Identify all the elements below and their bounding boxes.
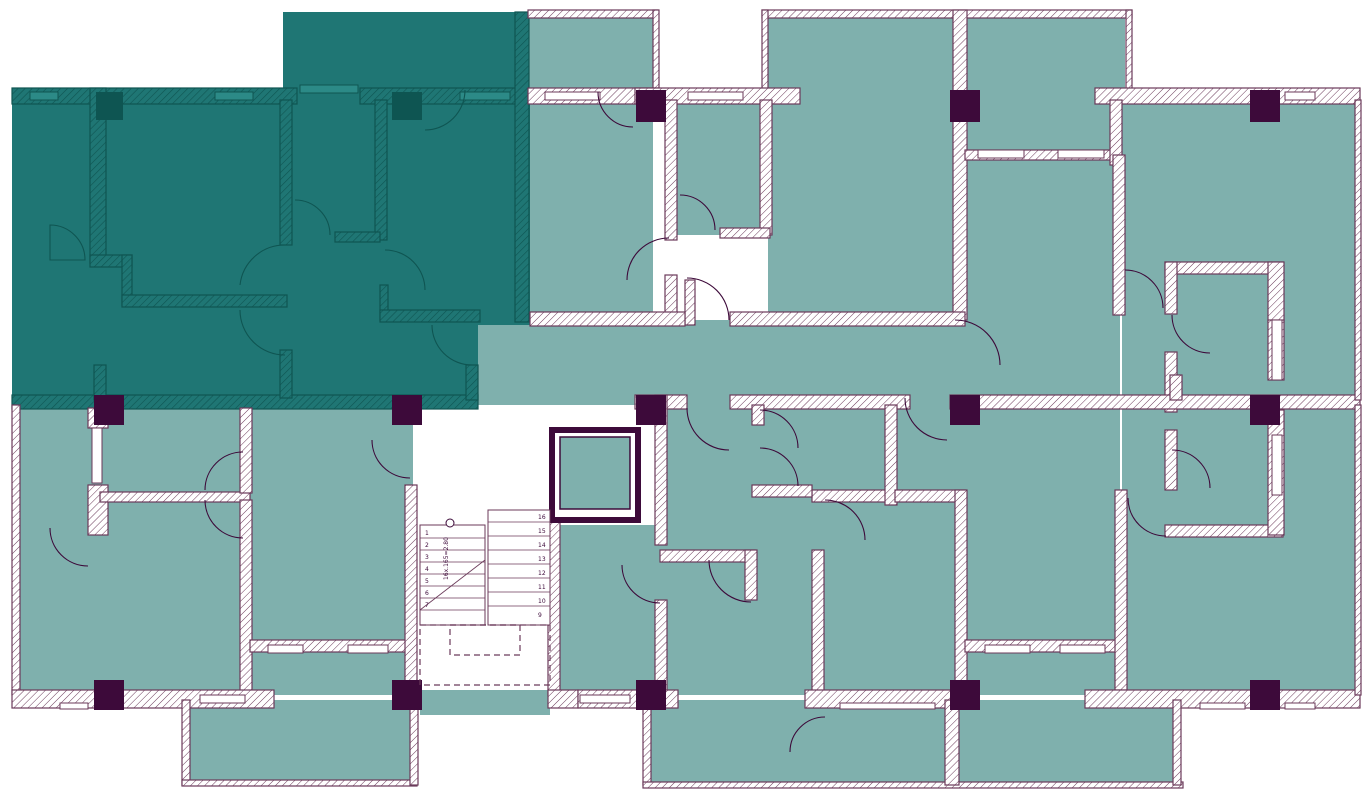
stair-step-number: 12: [538, 570, 546, 577]
column-icon: [1250, 90, 1280, 122]
room-bath-left[interactable]: [250, 650, 410, 695]
stair-dimension-label: 16x.165=2.80: [443, 537, 450, 580]
column-icon: [1250, 680, 1280, 710]
column-icon: [1250, 395, 1280, 425]
stair-step-number: 14: [538, 542, 546, 549]
stair-step-number: 16: [538, 514, 546, 521]
stair-step-number: 10: [538, 598, 546, 605]
column-icon: [636, 90, 666, 122]
column-icon: [950, 90, 980, 122]
column-icon: [636, 680, 666, 710]
column-icon: [96, 92, 123, 120]
stair-step-number: 7: [425, 602, 429, 609]
column-icon: [392, 395, 422, 425]
room-top-center[interactable]: [768, 18, 953, 318]
column-icon: [950, 680, 980, 710]
stair-step-number: 6: [425, 590, 429, 597]
stair-step-number: 9: [538, 612, 542, 619]
column-icon: [392, 92, 422, 120]
room-right-top[interactable]: [1122, 100, 1357, 400]
column-icon: [950, 395, 980, 425]
column-icon: [94, 395, 124, 425]
stair-step-number: 4: [425, 566, 429, 573]
stair-step-number: 11: [538, 584, 546, 591]
elevator-icon: [549, 427, 641, 523]
column-icon: [636, 395, 666, 425]
room-entry-bottom[interactable]: [420, 690, 550, 715]
stair-step-number: 3: [425, 554, 429, 561]
room-left-lower[interactable]: [20, 405, 248, 695]
room-far-right-low[interactable]: [1122, 405, 1357, 695]
room-center-bottom[interactable]: [650, 700, 950, 782]
room-center-left[interactable]: [248, 405, 413, 650]
room-right-bottom-balcony[interactable]: [958, 700, 1173, 782]
stair-step-number: 5: [425, 578, 429, 585]
columns: [94, 90, 1280, 710]
room-right-mid[interactable]: [965, 150, 1120, 400]
stair-step-number: 15: [538, 528, 546, 535]
doors: [49, 91, 1211, 753]
stair-step-number: 1: [425, 530, 429, 537]
column-icon: [392, 680, 422, 710]
selected-apartment[interactable]: [11, 11, 530, 410]
room-top-mid[interactable]: [528, 18, 653, 318]
staircase: 16x.165=2.80 1 2 3 4 5 6 7 16 15 14 13 1…: [419, 509, 551, 686]
corridor[interactable]: [478, 320, 968, 405]
column-icon: [94, 680, 124, 710]
room-stair-lobby[interactable]: [555, 525, 660, 695]
walls: [11, 9, 1362, 789]
room-top-mid-2[interactable]: [670, 100, 770, 235]
stair-step-number: 2: [425, 542, 429, 549]
room-left-balcony[interactable]: [190, 700, 410, 782]
windows: [59, 91, 1316, 710]
stair-step-number: 13: [538, 556, 546, 563]
